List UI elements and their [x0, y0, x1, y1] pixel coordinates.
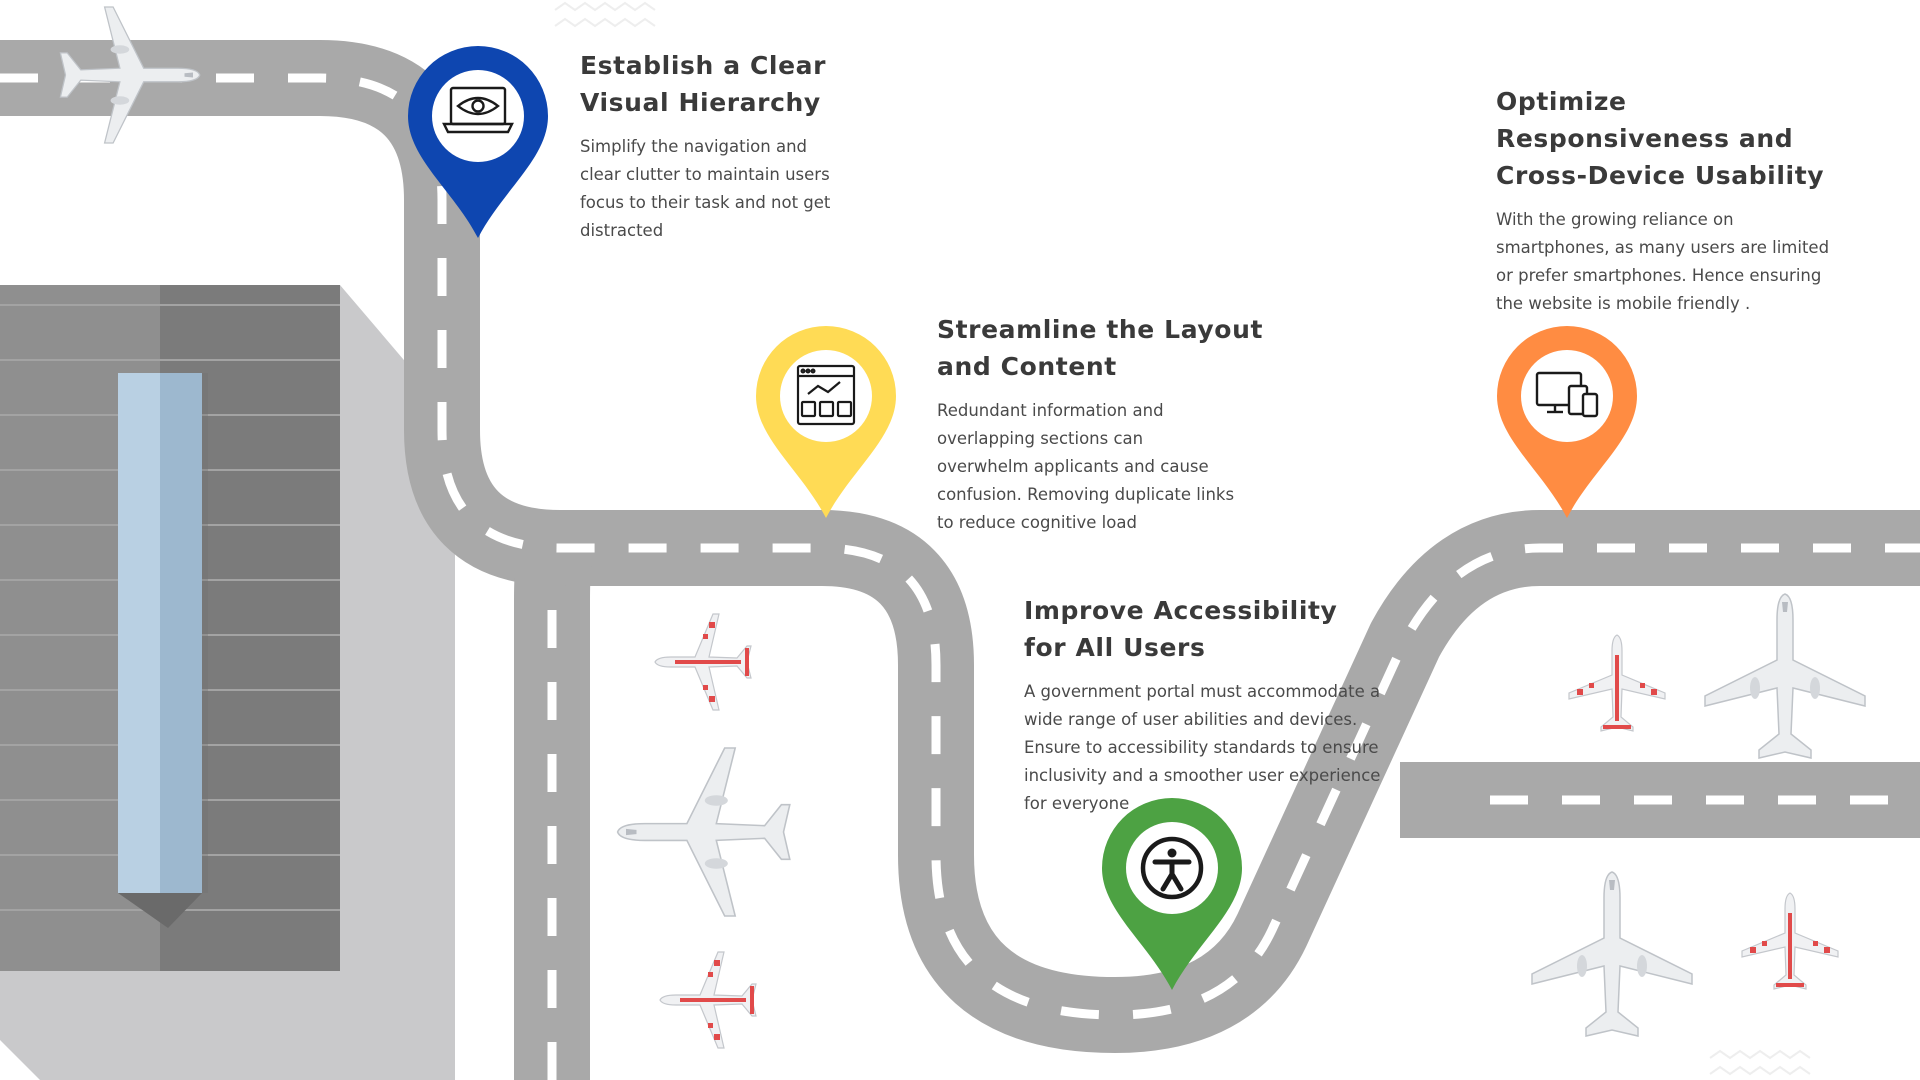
- step-1-title-line-1: Establish a Clear: [580, 51, 827, 80]
- location-pin-step-4: [1497, 326, 1637, 518]
- step-1: Establish a Clear Visual Hierarchy Simpl…: [580, 47, 850, 245]
- step-2-title-line-2: and Content: [937, 352, 1117, 381]
- step-3: Improve Accessibility for All Users A go…: [1024, 592, 1394, 818]
- airplane-icon: [1531, 871, 1693, 1037]
- step-1-title: Establish a Clear Visual Hierarchy: [580, 47, 940, 121]
- browser-layout-icon: [796, 364, 856, 426]
- step-3-title: Improve Accessibility for All Users: [1024, 592, 1384, 666]
- location-pin-step-2: [756, 326, 896, 518]
- location-pin-step-1: [408, 46, 548, 238]
- road-markings: [0, 73, 1920, 1080]
- airplane-icon: [616, 747, 791, 917]
- step-4-title-line-3: Cross-Device Usability: [1496, 161, 1825, 190]
- airplane-icon: [659, 951, 757, 1049]
- step-1-description: Simplify the navigation and clear clutte…: [580, 137, 831, 240]
- step-4: Optimize Responsiveness and Cross-Device…: [1496, 83, 1856, 318]
- terminal-building: [0, 285, 455, 1080]
- skylight-left: [118, 373, 160, 893]
- airplane-icon: [1704, 593, 1866, 759]
- step-4-title: Optimize Responsiveness and Cross-Device…: [1496, 83, 1856, 194]
- skylight-right: [160, 373, 202, 893]
- step-3-description: A government portal must accommodate a w…: [1024, 682, 1381, 813]
- airplane-icon: [654, 613, 752, 711]
- decorative-zigzag-top: [554, 1, 656, 28]
- step-4-title-line-2: Responsiveness and: [1496, 124, 1794, 153]
- location-pin-step-3: [1102, 798, 1242, 990]
- step-2-description: Redundant information and overlapping se…: [937, 401, 1235, 532]
- eye-laptop-icon: [442, 86, 514, 134]
- step-4-title-line-1: Optimize: [1496, 87, 1627, 116]
- step-2-title-line-1: Streamline the Layout: [937, 315, 1264, 344]
- devices-icon: [1535, 371, 1599, 418]
- step-3-title-line-1: Improve Accessibility: [1024, 596, 1338, 625]
- airplane-icon: [1568, 634, 1666, 732]
- step-2-title: Streamline the Layout and Content: [937, 311, 1297, 385]
- airplane-icon: [1741, 892, 1839, 990]
- step-3-title-line-2: for All Users: [1024, 633, 1206, 662]
- accessibility-icon: [1140, 836, 1204, 900]
- step-2: Streamline the Layout and Content Redund…: [937, 311, 1262, 537]
- airplane-icon: [59, 6, 201, 144]
- decorative-zigzag-bottom: [1709, 1049, 1811, 1076]
- step-4-description: With the growing reliance on smartphones…: [1496, 210, 1830, 313]
- step-1-title-line-2: Visual Hierarchy: [580, 88, 821, 117]
